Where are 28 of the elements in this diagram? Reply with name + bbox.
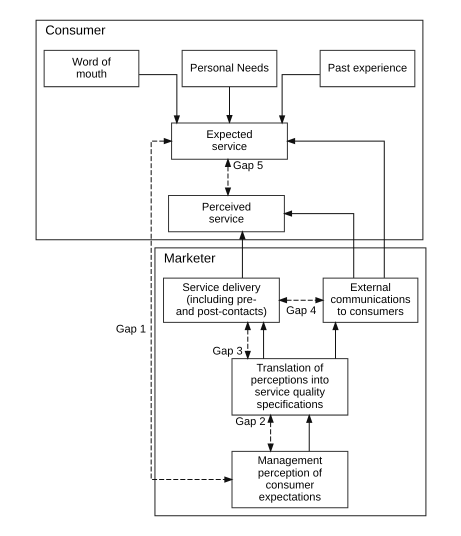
arrow	[332, 321, 338, 358]
edge-label: Gap 4	[286, 305, 316, 318]
arrow	[306, 414, 312, 452]
arrow	[260, 321, 266, 358]
edge-label: Gap 2	[234, 416, 266, 428]
arrow	[286, 138, 384, 278]
arrow	[266, 414, 274, 453]
edge-label: Gap 1	[115, 323, 146, 336]
edge-label: Gap 3	[212, 345, 242, 358]
edge-label: Gap 5	[232, 160, 263, 172]
arrow	[277, 297, 324, 304]
arrow	[138, 74, 180, 124]
arrow	[238, 230, 246, 278]
node-box: Perceived service	[168, 194, 284, 232]
node-box: External communications to consumers	[322, 278, 418, 323]
arrow	[226, 86, 232, 124]
arrow	[278, 74, 320, 124]
arrow	[150, 138, 233, 483]
node-box: Past experience	[319, 50, 415, 88]
node-box: Word of mouth	[43, 50, 139, 88]
node-box: Translation of perceptions into service quality specifications	[231, 358, 348, 416]
arrow	[244, 321, 250, 360]
arrow	[224, 158, 231, 197]
node-box: Service delivery (including pre- and post-contacts)	[162, 278, 280, 323]
node-box: Expected service	[170, 122, 288, 160]
arrow	[282, 210, 354, 278]
node-box: Management perception of consumer expectations	[231, 450, 348, 508]
node-box: Personal Needs	[181, 50, 277, 88]
